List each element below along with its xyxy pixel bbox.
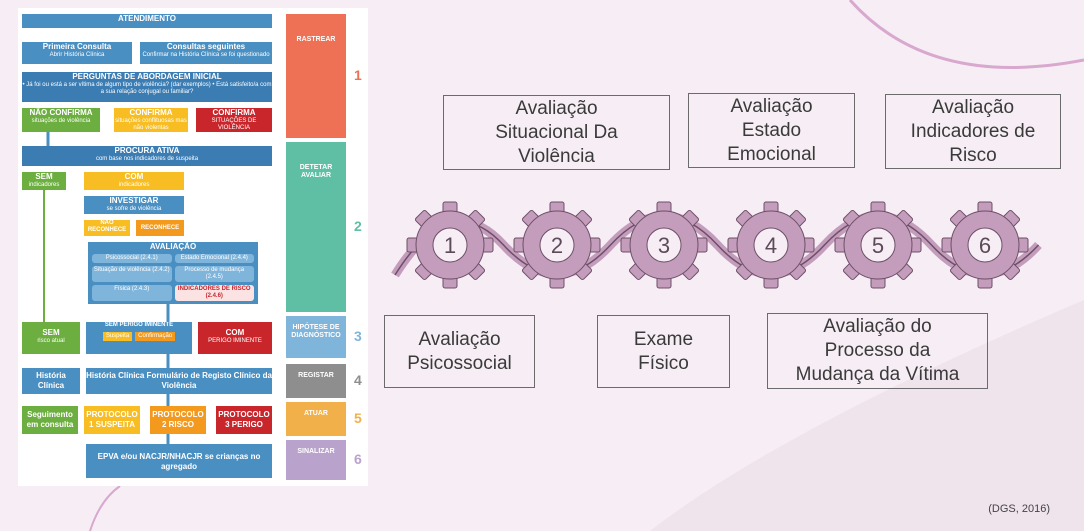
stage-label: HIPÓTESE DE DIAGNÓSTICO: [291, 324, 341, 339]
flowchart-connectors: [43, 132, 170, 444]
stage-number: 3: [354, 328, 362, 344]
gear-hole: [967, 227, 1003, 263]
stage-number: 1: [354, 67, 362, 83]
stage-number: 5: [354, 410, 362, 426]
av-processo: Processo de mudança (2.4.5): [174, 266, 254, 282]
nao-confirma-box: NÃO CONFIRMA situações de violência: [22, 108, 100, 132]
suspeita-chip: Suspeita: [102, 332, 133, 341]
label-exame-fisico: Exame Físico: [597, 315, 730, 388]
gear-4: 4: [727, 201, 815, 289]
label-psicossocial: Avaliação Psicossocial: [384, 315, 535, 388]
nao-reconhece-box: NÃO RECONHECE: [84, 220, 130, 236]
label-situacional: Avaliação Situacional Da Violência: [443, 95, 670, 170]
protocolo-3-box: PROTOCOLO 3 PERIGO: [216, 406, 272, 434]
source-citation: (DGS, 2016): [988, 503, 1050, 515]
stage-box-4: REGISTAR: [286, 364, 346, 398]
gear-hole: [646, 227, 682, 263]
protocolo-1-box: PROTOCOLO 1 SUSPEITA: [84, 406, 140, 434]
stage-label: ATUAR: [304, 410, 328, 417]
seguimento-box: Seguimento em consulta: [22, 406, 78, 434]
stage-label: RASTREAR: [296, 36, 336, 43]
registo-box: História Clínica Formulário de Registo C…: [86, 368, 272, 394]
confirma-conflito-box: CONFIRMA situações conflituosas mas não …: [114, 108, 188, 132]
gear-number: 1: [444, 233, 456, 258]
sem-indicadores-box: SEM indicadores: [22, 172, 66, 190]
primeira-consulta-box: Primeira Consulta Abrir História Clínica: [22, 42, 132, 64]
consultas-seguintes-box: Consultas seguintes Confirmar na Históri…: [140, 42, 272, 64]
stage-number: 2: [354, 218, 362, 234]
stage-label: DETETAR AVALIAR: [299, 164, 333, 179]
label-processo-mudanca: Avaliação do Processo da Mudança da Víti…: [767, 313, 988, 389]
stage-number: 4: [354, 372, 362, 388]
com-perigo-box: COM PERIGO IMINENTE: [198, 322, 272, 354]
sem-risco-box: SEM risco atual: [22, 322, 80, 354]
perguntas-box: PERGUNTAS DE ABORDAGEM INICIAL • Já foi …: [22, 72, 272, 102]
stage-box-1: RASTREAR: [286, 14, 346, 138]
investigar-box: INVESTIGAR se sofre de violência: [84, 196, 184, 214]
av-estado-emocional: Estado Emocional (2.4.4): [174, 254, 254, 263]
stage-box-5: ATUAR: [286, 402, 346, 436]
gear-chain-diagram: 1 2 3 4 5 6: [391, 201, 1042, 289]
gear-number: 4: [765, 233, 777, 258]
av-indicadores-risco: INDICADORES DE RISCO (2.4.6): [174, 285, 254, 301]
sem-perigo-box: SEM PERIGO IMINENTE Suspeita Confirmação: [86, 322, 192, 354]
gear-hole: [860, 227, 896, 263]
gear-hole: [753, 227, 789, 263]
com-indicadores-box: COM indicadores: [84, 172, 184, 190]
stage-number: 6: [354, 451, 362, 467]
gear-hole: [539, 227, 575, 263]
confirmacao-chip: Confirmação: [135, 332, 176, 341]
confirma-violencia-box: CONFIRMA SITUAÇÕES DE VIOLÊNCIA: [196, 108, 272, 132]
historia-box: História Clínica: [22, 368, 80, 394]
gear-number: 6: [979, 233, 991, 258]
stage-box-6: SINALIZAR: [286, 440, 346, 480]
gear-hole: [432, 227, 468, 263]
gear-number: 5: [872, 233, 884, 258]
av-fisica: Física (2.4.3): [92, 285, 172, 301]
label-indicadores-risco: Avaliação Indicadores de Risco: [885, 94, 1061, 169]
stage-box-3: HIPÓTESE DE DIAGNÓSTICO: [286, 316, 346, 358]
gear-1: 1: [406, 201, 494, 289]
atendimento-box: ATENDIMENTO: [22, 14, 272, 28]
gear-5: 5: [834, 201, 922, 289]
av-psicossocial: Psicossocial (2.4.1): [92, 254, 172, 263]
gear-number: 2: [551, 233, 563, 258]
protocolo-2-box: PROTOCOLO 2 RISCO: [150, 406, 206, 434]
reconhece-box: RECONHECE: [136, 220, 184, 236]
gear-number: 3: [658, 233, 670, 258]
gear-6: 6: [941, 201, 1029, 289]
gear-chain-edge: [394, 215, 1040, 276]
label-estado-emocional: Avaliação Estado Emocional: [688, 93, 855, 168]
stage-box-2: DETETAR AVALIAR: [286, 142, 346, 312]
stage-label: SINALIZAR: [297, 448, 335, 455]
gear-2: 2: [513, 201, 601, 289]
procura-ativa-box: PROCURA ATIVA com base nos indicadores d…: [22, 146, 272, 166]
avaliacao-box: AVALIAÇÃO Psicossocial (2.4.1) Estado Em…: [88, 242, 258, 304]
av-situacao: Situação de violência (2.4.2): [92, 266, 172, 282]
gear-3: 3: [620, 201, 708, 289]
stage-label: REGISTAR: [298, 372, 334, 379]
epva-box: EPVA e/ou NACJR/NHACJR se crianças no ag…: [86, 444, 272, 478]
violence-care-flowchart: ATENDIMENTO Primeira Consulta Abrir Hist…: [18, 8, 368, 486]
